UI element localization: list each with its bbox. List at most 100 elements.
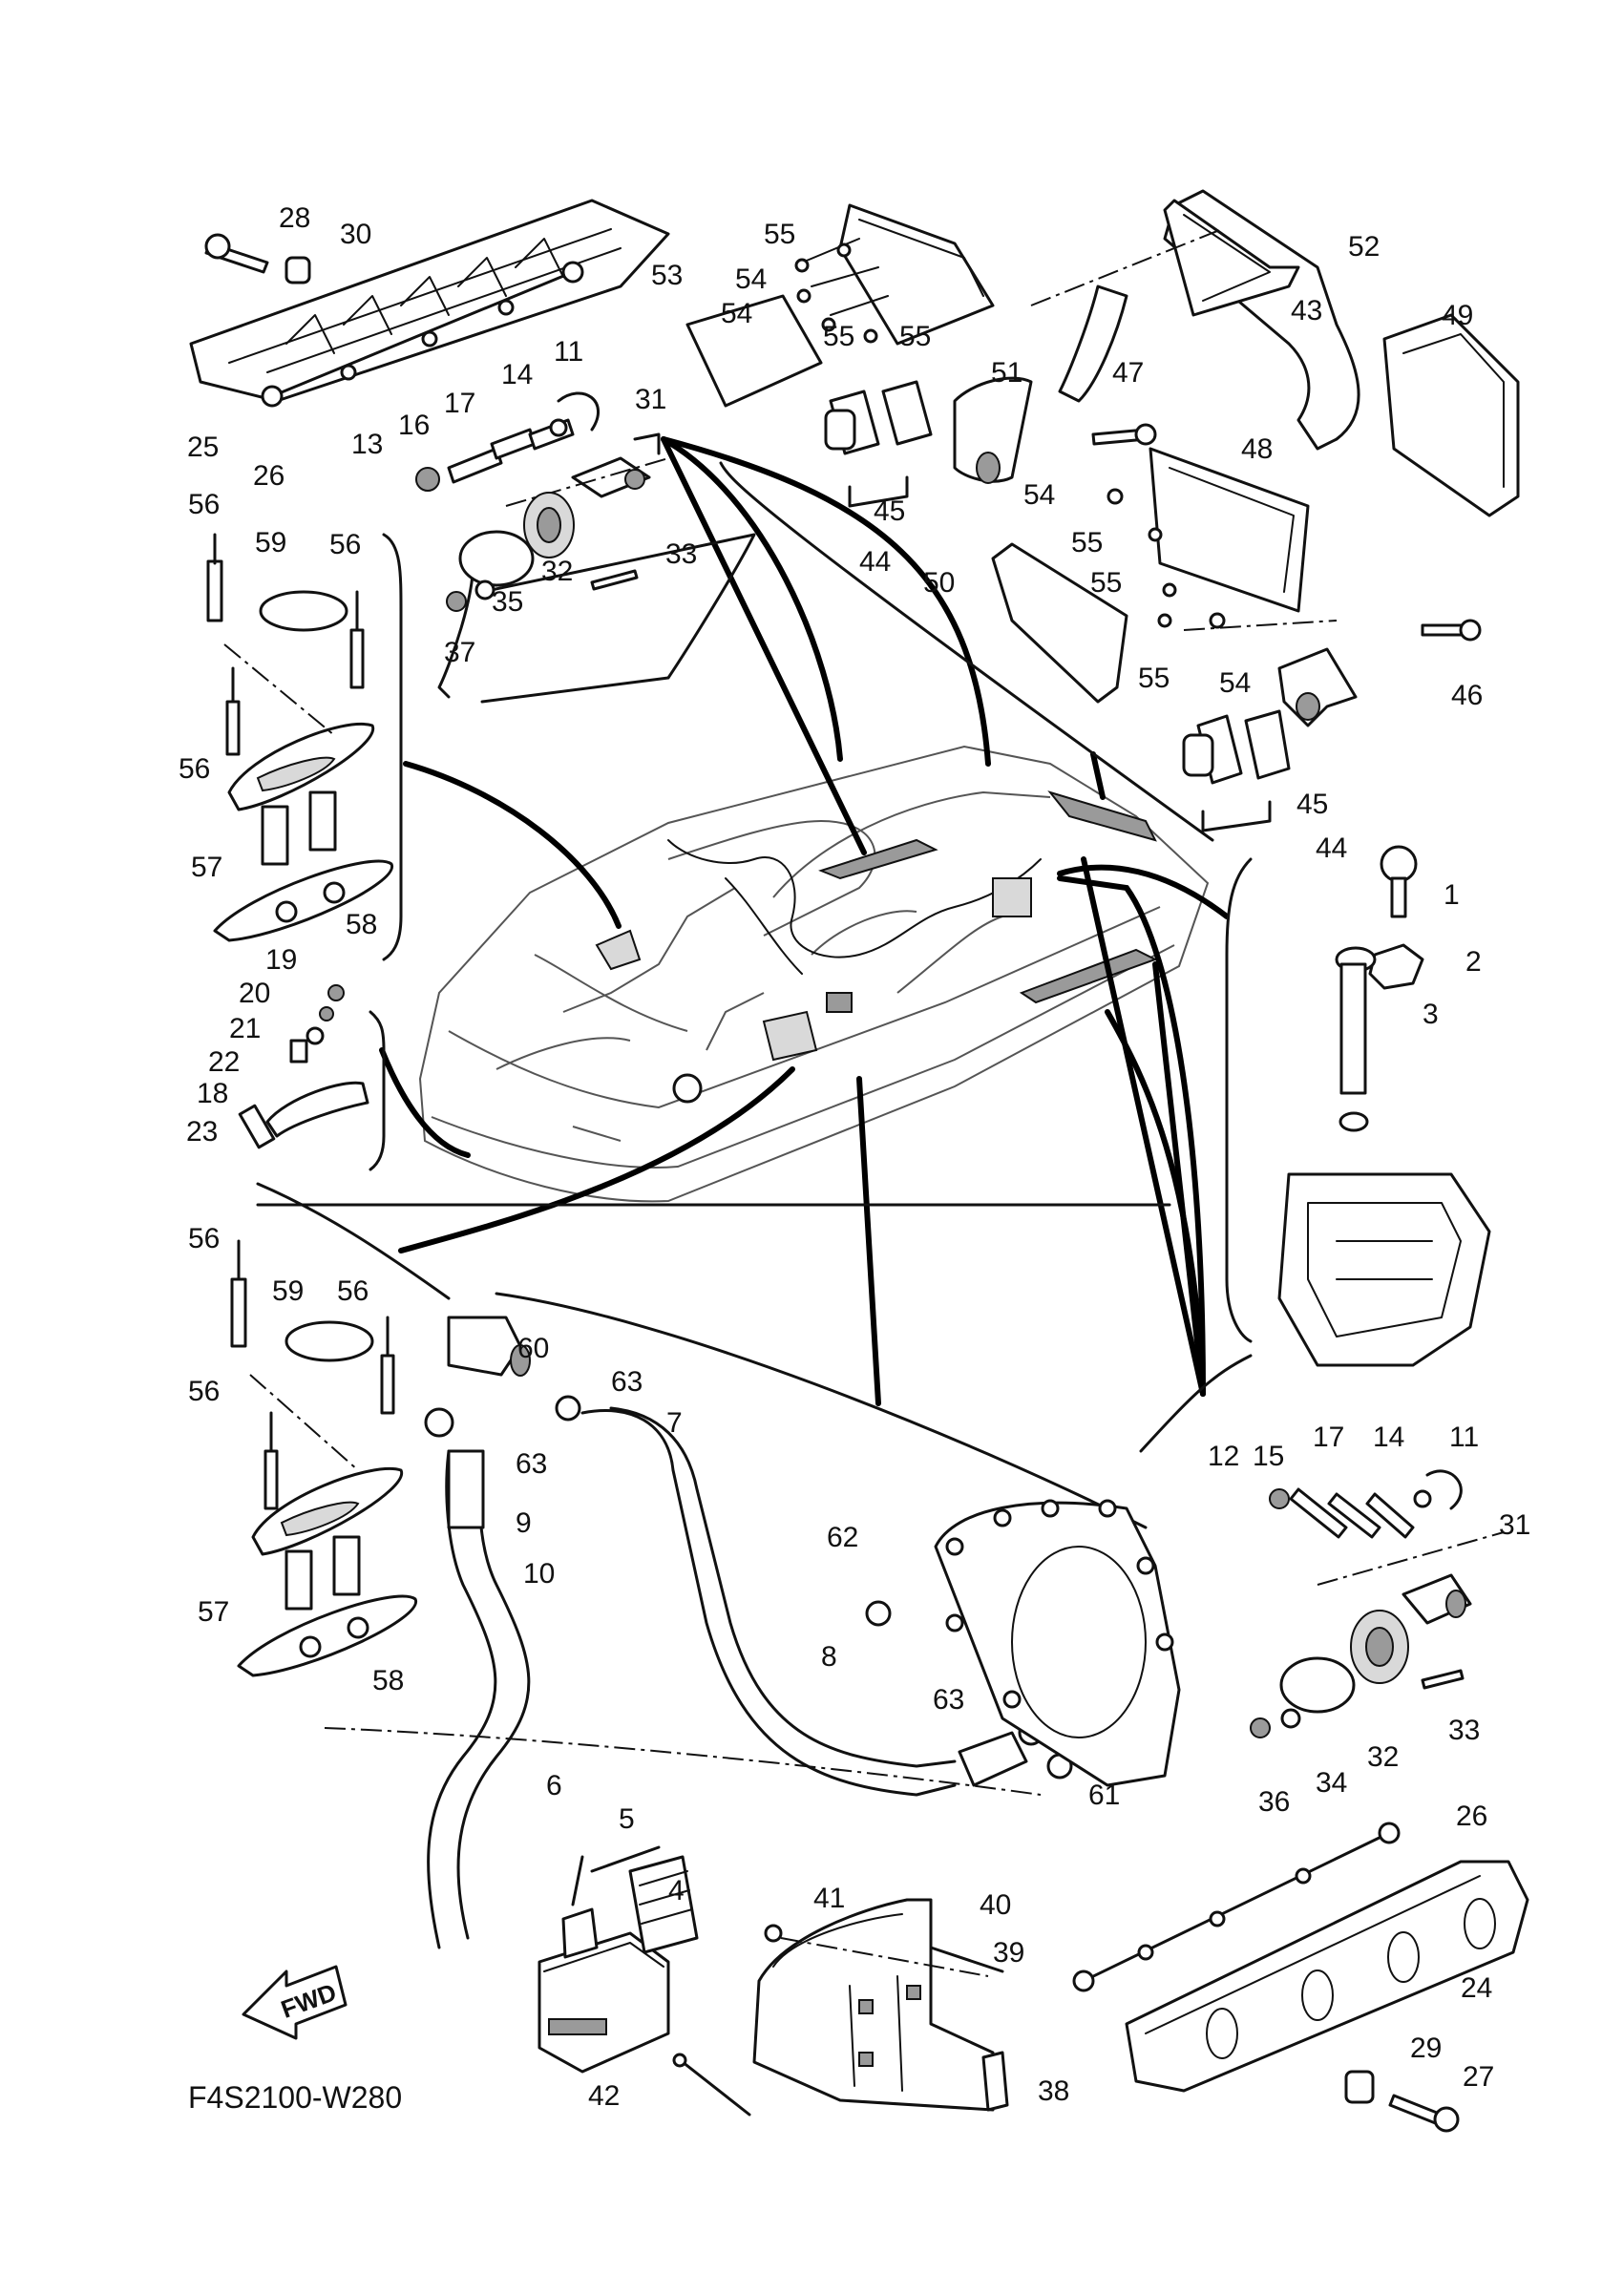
callout-57-upper: 57 [191,852,222,883]
callout-55-e: 55 [1090,567,1122,599]
callout-16: 16 [398,410,430,441]
callout-31-upper: 31 [635,384,666,415]
callout-57-lower: 57 [198,1596,229,1628]
callout-48: 48 [1241,433,1273,465]
fwd-arrow: FWD [242,1965,348,2040]
callout-38: 38 [1038,2075,1069,2107]
callout-63-a: 63 [611,1366,643,1398]
diagram-code: F4S2100-W280 [188,2080,402,2115]
callout-32-upper: 32 [541,556,573,587]
panel-group-51-53 [685,203,995,508]
callout-52: 52 [1348,231,1380,263]
callout-56-c: 56 [179,753,210,785]
callout-54-d: 54 [1219,667,1251,699]
callout-35: 35 [492,586,523,618]
callout-28: 28 [279,202,310,234]
callout-47: 47 [1112,357,1144,389]
callout-40: 40 [980,1889,1011,1921]
cleat-group-upper [206,533,393,942]
callout-61: 61 [1088,1780,1120,1811]
callout-5: 5 [619,1803,635,1835]
callout-43: 43 [1291,295,1322,326]
callout-55-f: 55 [1138,663,1170,694]
callout-15: 15 [1253,1441,1284,1472]
callout-55-c: 55 [899,321,931,352]
callout-49: 49 [1442,300,1473,331]
callout-63-b: 63 [516,1448,547,1480]
callout-17-upper: 17 [444,388,475,419]
callout-59-upper: 59 [255,527,286,558]
callout-37: 37 [444,637,475,668]
callout-17-lower: 17 [1313,1422,1344,1453]
callout-46: 46 [1451,680,1483,711]
hose-group [424,1316,1073,1949]
callout-56-a: 56 [188,489,220,520]
callout-54-c: 54 [1023,479,1055,511]
leader-lines [379,436,1230,1406]
callout-8: 8 [821,1641,837,1673]
callout-55-a: 55 [764,219,795,250]
callout-55-b: 55 [823,321,854,352]
callout-44-upper: 44 [859,546,891,578]
callout-42: 42 [588,2080,620,2112]
callout-50: 50 [923,567,955,599]
callout-58-upper: 58 [346,909,377,940]
callout-30: 30 [340,219,371,250]
callout-39: 39 [993,1937,1024,1969]
callout-29: 29 [1410,2033,1442,2064]
callout-58-lower: 58 [372,1665,404,1696]
callout-9: 9 [516,1507,532,1539]
callout-11-upper: 11 [554,336,583,368]
callout-27: 27 [1463,2061,1494,2093]
callout-32-lower: 32 [1367,1741,1399,1773]
left-rail-assembly [189,199,670,408]
intake-duct [865,1499,1181,1787]
callout-24: 24 [1461,1972,1492,2004]
cleat-group-lower [230,1239,417,1677]
callout-1: 1 [1444,879,1460,911]
callout-26-upper: 26 [253,460,285,492]
callout-33-upper: 33 [665,538,697,570]
callout-23: 23 [186,1116,218,1148]
callout-22: 22 [208,1046,240,1078]
callout-44-lower: 44 [1316,832,1347,864]
callout-33-lower: 33 [1448,1715,1480,1746]
watercraft-hull [418,745,1210,1203]
tie-down-hardware-lower [1250,1469,1505,1738]
duct-bracket-group [752,1898,1009,2112]
callout-labels: 1 2 3 4 5 6 7 8 9 10 11 11 12 13 14 14 1… [179,202,1530,2112]
callout-63-c: 63 [933,1684,964,1716]
callout-56-e: 56 [337,1275,369,1307]
grab-handle-assembly [953,189,1520,832]
callout-54-a: 54 [735,263,767,295]
callout-56-b: 56 [329,529,361,560]
callout-62: 62 [827,1522,858,1553]
right-rail-assembly [1072,1822,1529,2133]
jet-pump-group [1277,845,1491,1367]
callout-45-lower: 45 [1296,789,1328,820]
callout-14-lower: 14 [1373,1422,1404,1453]
callout-55-d: 55 [1071,527,1103,558]
callout-20: 20 [239,978,270,1009]
callout-36: 36 [1258,1786,1290,1818]
callout-34: 34 [1316,1767,1347,1799]
callout-14-upper: 14 [501,359,533,390]
callout-26-lower: 26 [1456,1801,1487,1832]
callout-53: 53 [651,260,683,291]
group-brackets [256,461,1253,1796]
tow-eye-group [238,984,369,1149]
callout-19: 19 [265,944,297,976]
callout-21: 21 [229,1013,261,1044]
callout-45-upper: 45 [874,495,905,527]
callout-41: 41 [813,1883,845,1914]
callout-59-lower: 59 [272,1275,304,1307]
callout-13: 13 [351,429,383,460]
callout-60: 60 [517,1333,549,1364]
callout-4: 4 [668,1875,685,1906]
callout-10: 10 [523,1558,555,1590]
callout-18: 18 [197,1078,228,1109]
callout-2: 2 [1465,946,1482,978]
callout-12: 12 [1208,1441,1239,1472]
callout-54-b: 54 [721,298,752,329]
